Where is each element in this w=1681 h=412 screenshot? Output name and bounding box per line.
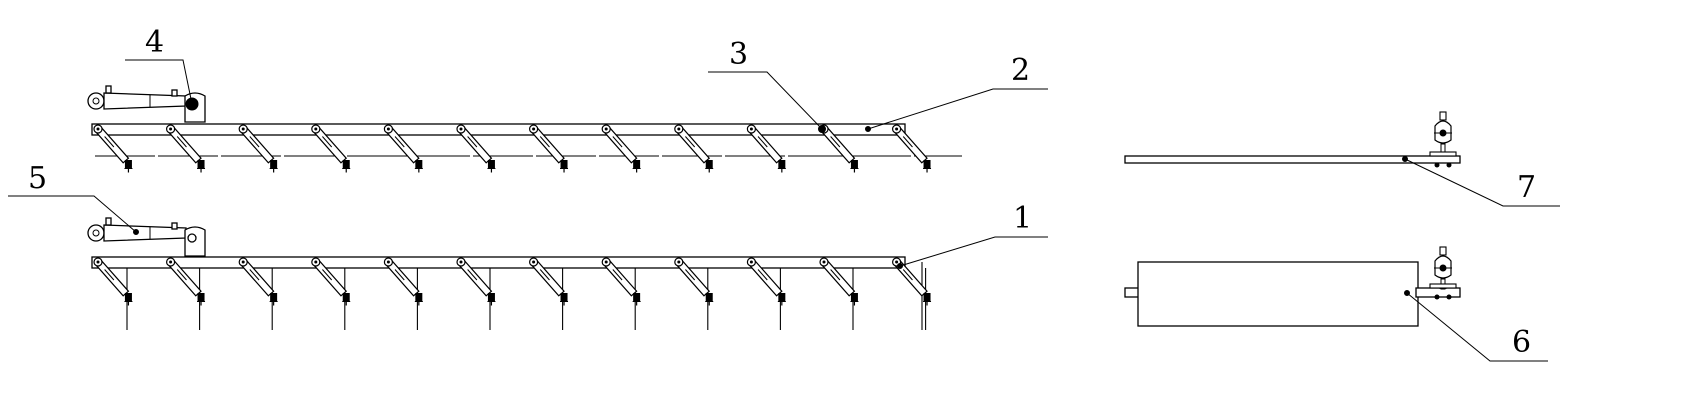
linkage-arm [238, 257, 278, 306]
linkage-arm [674, 257, 714, 306]
lower-hydraulic-cylinder [87, 217, 206, 257]
label-7: 7 [1517, 170, 1536, 205]
upper-hydraulic-cylinder [87, 85, 206, 123]
linkage-arm [166, 124, 206, 173]
lower-assembly [87, 217, 932, 330]
upper-frame-rail [91, 123, 906, 136]
linkage-arm [383, 124, 423, 173]
linkage-arm [456, 124, 496, 173]
side-mechanism-lower [1429, 246, 1457, 300]
linkage-arm [311, 124, 351, 173]
label-2: 2 [1011, 53, 1030, 88]
linkage-arm [746, 124, 786, 173]
linkage-arm [891, 257, 932, 306]
linkage-arm [746, 257, 786, 306]
lower-linkage-arms [93, 257, 932, 306]
label-6: 6 [1512, 325, 1531, 360]
linkage-arm [456, 257, 496, 306]
linkage-arm [311, 257, 351, 306]
linkage-arm [383, 257, 423, 306]
linkage-arm [674, 124, 714, 173]
linkage-arm [528, 124, 569, 173]
linkage-arm [93, 257, 133, 306]
lower-frame-rail [91, 256, 906, 269]
upper-linkage-arms [93, 124, 932, 173]
label-5: 5 [28, 161, 47, 196]
linkage-arm [93, 124, 133, 173]
linkage-arm [601, 124, 641, 173]
upper-assembly [87, 85, 962, 173]
side-view-lower [1124, 246, 1461, 327]
linkage-arm [528, 257, 569, 306]
linkage-arm [238, 124, 278, 173]
side-mechanism-upper [1429, 111, 1457, 168]
callouts: 4 3 2 5 1 7 6 [8, 25, 1560, 362]
label-1: 1 [1013, 201, 1032, 236]
linkage-arm [166, 257, 206, 306]
side-view-upper [1124, 111, 1461, 168]
linkage-arm [891, 124, 932, 173]
linkage-arm [819, 257, 859, 306]
linkage-arm [601, 257, 641, 306]
label-3: 3 [729, 37, 748, 72]
label-4: 4 [145, 25, 164, 60]
